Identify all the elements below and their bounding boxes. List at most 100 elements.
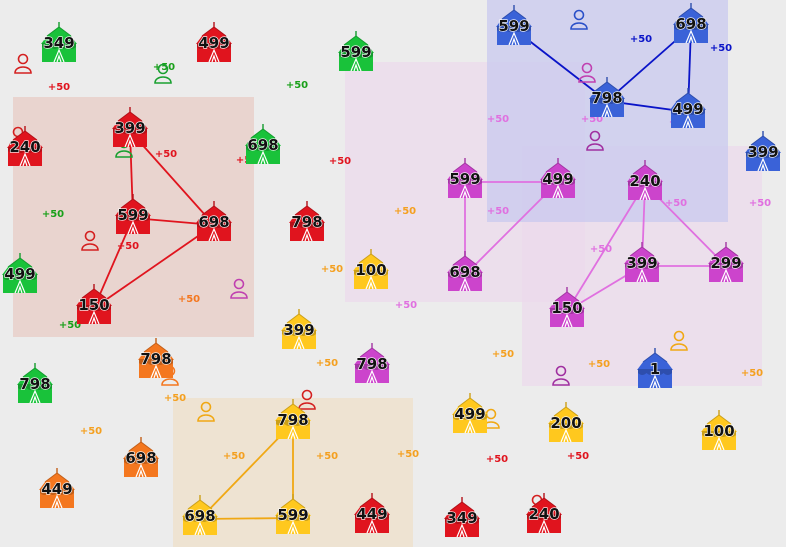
bonus-label: +50 xyxy=(164,393,186,404)
tent-green[interactable]: 698 xyxy=(245,124,281,165)
tent-red[interactable]: 150 xyxy=(76,284,112,325)
bonus-label: +50 xyxy=(710,43,732,54)
tent-red[interactable]: 798 xyxy=(289,201,325,242)
tent-value: 798 xyxy=(140,350,171,368)
tent-green[interactable]: 798 xyxy=(17,363,53,404)
tent-red[interactable]: 698 xyxy=(196,201,232,242)
link-t16-t23 xyxy=(93,224,215,309)
tent-purple[interactable]: 240 xyxy=(627,160,663,201)
tent-value: 698 xyxy=(198,213,229,231)
tent-yellow[interactable]: 798 xyxy=(275,399,311,440)
tent-value: 698 xyxy=(125,449,156,467)
bonus-label: +50 xyxy=(397,449,419,460)
person-icon[interactable] xyxy=(154,63,172,84)
bonus-label: +50 xyxy=(749,198,771,209)
bonus-label: +50 xyxy=(178,294,200,305)
tent-purple[interactable]: 399 xyxy=(624,242,660,283)
tent-yellow[interactable]: 599 xyxy=(275,494,311,535)
tent-blue[interactable]: 499 xyxy=(670,88,706,129)
tent-yellow[interactable]: 499 xyxy=(452,393,488,434)
tent-value: 698 xyxy=(449,263,480,281)
tent-purple[interactable]: 150 xyxy=(549,287,585,328)
tent-value: 150 xyxy=(78,296,109,314)
bonus-label: +50 xyxy=(80,426,102,437)
person-icon[interactable] xyxy=(230,278,248,299)
tent-purple[interactable]: 299 xyxy=(708,242,744,283)
tent-value: 399 xyxy=(626,254,657,272)
bonus-label: +50 xyxy=(316,451,338,462)
tent-red[interactable]: 449 xyxy=(354,493,390,534)
person-icon[interactable] xyxy=(81,230,99,251)
person-icon[interactable] xyxy=(586,130,604,151)
tent-blue[interactable]: 399 xyxy=(745,131,781,172)
tent-red[interactable]: 499 xyxy=(196,22,232,63)
tent-value: 698 xyxy=(247,136,278,154)
bonus-label: +50 xyxy=(48,82,70,93)
bonus-label: +50 xyxy=(588,359,610,370)
tent-purple[interactable]: 698 xyxy=(447,251,483,292)
tent-value: 698 xyxy=(184,507,215,525)
tent-purple[interactable]: 599 xyxy=(447,158,483,199)
bonus-label: +50 xyxy=(487,206,509,217)
bonus-label: +50 xyxy=(630,34,652,45)
tent-value: 399 xyxy=(747,143,778,161)
tent-value: 599 xyxy=(340,43,371,61)
bonus-label: +50 xyxy=(316,358,338,369)
tent-value: 1 xyxy=(650,360,660,378)
tent-green[interactable]: 499 xyxy=(2,253,38,294)
tent-value: 599 xyxy=(498,17,529,35)
bonus-label: +50 xyxy=(59,320,81,331)
tent-purple[interactable]: 798 xyxy=(354,343,390,384)
tent-red[interactable]: 240 xyxy=(526,493,562,534)
tent-red[interactable]: 349 xyxy=(444,497,480,538)
tent-value: 449 xyxy=(41,480,72,498)
tent-green[interactable]: 599 xyxy=(338,31,374,72)
bonus-label: +50 xyxy=(486,454,508,465)
tent-value: 798 xyxy=(19,375,50,393)
tent-value: 240 xyxy=(528,505,559,523)
person-icon[interactable] xyxy=(298,389,316,410)
tent-value: 499 xyxy=(672,100,703,118)
person-icon[interactable] xyxy=(197,401,215,422)
bonus-label: +50 xyxy=(395,300,417,311)
bonus-label: +50 xyxy=(487,114,509,125)
tent-blue[interactable]: 599 xyxy=(496,5,532,46)
tent-blue[interactable]: 1 xyxy=(637,348,673,389)
tent-value: 798 xyxy=(291,213,322,231)
tent-yellow[interactable]: 399 xyxy=(281,309,317,350)
person-icon[interactable] xyxy=(670,330,688,351)
tent-orange[interactable]: 798 xyxy=(138,338,174,379)
tent-yellow[interactable]: 100 xyxy=(353,249,389,290)
tent-value: 299 xyxy=(710,254,741,272)
tent-value: 449 xyxy=(356,505,387,523)
tent-red[interactable]: 599 xyxy=(115,194,151,235)
tent-yellow[interactable]: 698 xyxy=(182,495,218,536)
bonus-label: +50 xyxy=(590,244,612,255)
tent-value: 798 xyxy=(277,411,308,429)
tent-yellow[interactable]: 200 xyxy=(548,402,584,443)
tent-purple[interactable]: 499 xyxy=(540,158,576,199)
person-icon[interactable] xyxy=(578,62,596,83)
person-icon[interactable] xyxy=(570,9,588,30)
link-t13-t24 xyxy=(566,183,646,312)
person-icon[interactable] xyxy=(552,365,570,386)
tent-orange[interactable]: 449 xyxy=(39,468,75,509)
bonus-label: +50 xyxy=(153,62,175,73)
person-icon[interactable] xyxy=(14,53,32,74)
tent-green[interactable]: 349 xyxy=(41,22,77,63)
tent-value: 240 xyxy=(629,172,660,190)
tents-layer: 349 499 599 599 698 798 499 399 240 698 599 499 240 3… xyxy=(2,3,781,538)
tent-blue[interactable]: 798 xyxy=(589,77,625,118)
tent-orange[interactable]: 698 xyxy=(123,437,159,478)
tent-value: 599 xyxy=(277,506,308,524)
tent-value: 499 xyxy=(542,170,573,188)
tent-value: 698 xyxy=(675,15,706,33)
tent-value: 349 xyxy=(446,509,477,527)
bonus-label: +50 xyxy=(42,209,64,220)
tent-red[interactable]: 399 xyxy=(112,107,148,148)
tent-red[interactable]: 240 xyxy=(7,126,43,167)
tent-yellow[interactable]: 100 xyxy=(701,410,737,451)
tent-blue[interactable]: 698 xyxy=(673,3,709,44)
